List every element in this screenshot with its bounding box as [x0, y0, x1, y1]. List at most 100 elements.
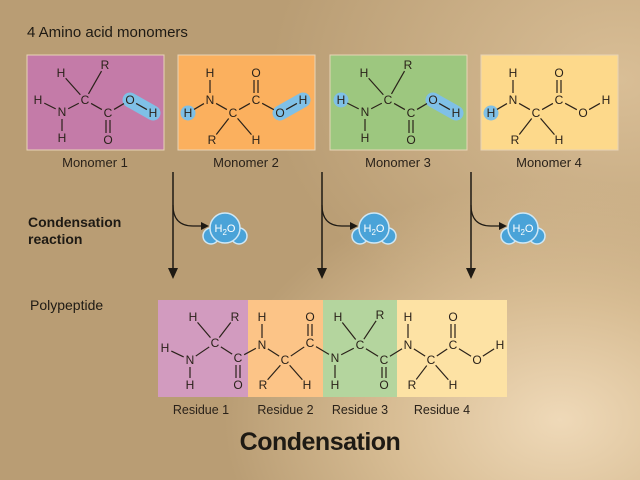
water-label: H2O [364, 223, 385, 237]
atom-label: R [511, 133, 520, 147]
bond [496, 103, 508, 110]
bond [243, 347, 257, 356]
condensation-arrow-3: H2O [466, 172, 546, 279]
atom-label: H [57, 66, 66, 80]
bond [341, 322, 357, 340]
atom-label: H [337, 93, 346, 107]
atom-label: C [356, 338, 365, 352]
bond [171, 350, 184, 358]
atom-label: H [487, 106, 496, 120]
bond [365, 348, 379, 357]
water-label: H2O [215, 223, 236, 237]
atom-label: H [555, 133, 564, 147]
atom-label: H [149, 106, 158, 120]
monomer-label: Monomer 1 [62, 155, 128, 170]
atom-label: N [206, 93, 215, 107]
residue-label: Residue 2 [257, 403, 313, 417]
bond [363, 320, 377, 340]
bond [390, 70, 406, 95]
water-molecule-icon: H2O [202, 212, 248, 245]
atom-label: C [281, 353, 290, 367]
bond [193, 103, 205, 110]
bond [346, 102, 360, 110]
atom-label: H [334, 310, 343, 324]
atom-label: C [229, 106, 238, 120]
bond [518, 102, 531, 111]
atom-label: N [404, 338, 413, 352]
bond [290, 346, 305, 357]
atom-label: C [81, 93, 90, 107]
atom-label: C [104, 106, 113, 120]
condensation-reaction-line1: Condensation [28, 214, 122, 230]
residue-3 [323, 300, 397, 397]
atom-label: C [407, 106, 416, 120]
monomer-label: Monomer 3 [365, 155, 431, 170]
atom-label: H [303, 378, 312, 392]
monomer-label: Monomer 4 [516, 155, 582, 170]
bond [540, 117, 555, 136]
bond [368, 77, 384, 96]
atom-label: H [58, 131, 67, 145]
atom-label: N [58, 105, 67, 119]
bond [67, 102, 80, 110]
bond [289, 364, 303, 381]
residue-label: Residue 3 [332, 403, 388, 417]
atom-label: H [361, 131, 370, 145]
atom-label: O [448, 310, 457, 324]
atom-label: H [34, 93, 43, 107]
bond [261, 102, 275, 111]
atom-label: C [449, 338, 458, 352]
bond [588, 102, 601, 111]
atom-label: C [234, 351, 243, 365]
atom-label: N [331, 351, 340, 365]
atom-label: O [379, 378, 388, 392]
atom-label: O [406, 133, 415, 147]
bond [415, 365, 428, 380]
water-molecule-icon: H2O [500, 212, 546, 245]
atom-label: H [206, 66, 215, 80]
atom-label: N [186, 353, 195, 367]
atom-label: O [251, 66, 260, 80]
atom-label: H [299, 93, 308, 107]
atom-label: R [408, 378, 417, 392]
bond [238, 102, 251, 111]
atom-label: R [376, 308, 385, 322]
atom-label: C [211, 336, 220, 350]
water-molecule-icon: H2O [351, 212, 397, 245]
atom-label: O [578, 106, 587, 120]
atom-label: C [252, 93, 261, 107]
bond [218, 322, 232, 338]
bond [389, 348, 403, 357]
atom-label: O [125, 93, 134, 107]
polypeptide-label: Polypeptide [30, 297, 104, 313]
residue-2 [248, 300, 323, 397]
bond [65, 77, 81, 96]
bond [436, 348, 448, 357]
bond [416, 103, 428, 110]
bond [90, 102, 103, 111]
atom-label: H [602, 93, 611, 107]
bond [43, 102, 57, 110]
atom-label: R [231, 310, 240, 324]
water-label: H2O [513, 223, 534, 237]
bond [220, 346, 233, 355]
atom-label: H [496, 338, 505, 352]
atom-label: H [186, 378, 195, 392]
atom-label: R [101, 58, 110, 72]
atom-label: C [380, 353, 389, 367]
bond [267, 348, 280, 357]
atom-label: H [452, 106, 461, 120]
atom-label: R [404, 58, 413, 72]
atom-label: H [252, 133, 261, 147]
bond [370, 102, 383, 110]
atom-label: R [259, 378, 268, 392]
bond [113, 103, 125, 110]
atom-label: O [554, 66, 563, 80]
atom-label: O [472, 353, 481, 367]
bond [237, 117, 252, 136]
